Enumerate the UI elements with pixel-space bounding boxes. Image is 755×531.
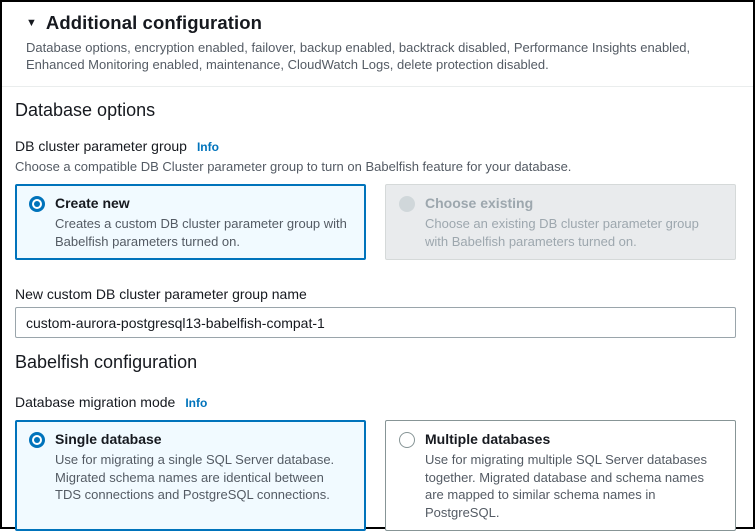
header-divider — [2, 86, 753, 87]
radio-disabled-icon — [399, 196, 415, 212]
card-single-database-description: Use for migrating a single SQL Server da… — [55, 452, 335, 502]
new-parameter-group-name-input[interactable] — [15, 307, 736, 338]
card-choose-existing-title: Choose existing — [425, 195, 534, 211]
card-single-database[interactable]: Single database Use for migrating a sing… — [15, 420, 366, 531]
card-single-database-title: Single database — [55, 431, 162, 447]
caret-down-icon: ▼ — [26, 16, 37, 29]
db-cluster-parameter-group-info-link[interactable]: Info — [196, 140, 219, 154]
database-options-heading: Database options — [15, 100, 156, 120]
card-choose-existing: Choose existing Choose an existing DB cl… — [385, 184, 736, 260]
babelfish-configuration-heading: Babelfish configuration — [15, 352, 198, 372]
database-migration-mode-label: Database migration mode — [15, 394, 176, 410]
card-create-new[interactable]: Create new Creates a custom DB cluster p… — [15, 184, 366, 260]
section-description: Database options, encryption enabled, fa… — [26, 40, 691, 72]
radio-selected-icon[interactable] — [29, 196, 45, 212]
card-multiple-databases-title: Multiple databases — [425, 431, 551, 447]
radio-selected-icon[interactable] — [29, 432, 45, 448]
radio-unselected-icon[interactable] — [399, 432, 415, 448]
card-choose-existing-description: Choose an existing DB cluster parameter … — [425, 216, 699, 249]
card-create-new-description: Creates a custom DB cluster parameter gr… — [55, 216, 347, 249]
database-migration-mode-info-link[interactable]: Info — [185, 396, 208, 410]
db-cluster-parameter-group-label: DB cluster parameter group — [15, 138, 187, 154]
parameter-group-options: Create new Creates a custom DB cluster p… — [15, 184, 736, 260]
db-cluster-parameter-group-help: Choose a compatible DB Cluster parameter… — [15, 159, 572, 174]
card-multiple-databases[interactable]: Multiple databases Use for migrating mul… — [385, 420, 736, 531]
new-parameter-group-name-label: New custom DB cluster parameter group na… — [15, 286, 307, 302]
card-multiple-databases-description: Use for migrating multiple SQL Server da… — [425, 452, 708, 520]
additional-configuration-expander[interactable]: ▼ Additional configuration Database opti… — [2, 2, 753, 73]
section-title: Additional configuration — [45, 12, 263, 33]
migration-mode-options: Single database Use for migrating a sing… — [15, 420, 736, 531]
card-create-new-title: Create new — [55, 195, 130, 211]
additional-configuration-panel: Database options DB cluster parameter gr… — [2, 87, 753, 531]
